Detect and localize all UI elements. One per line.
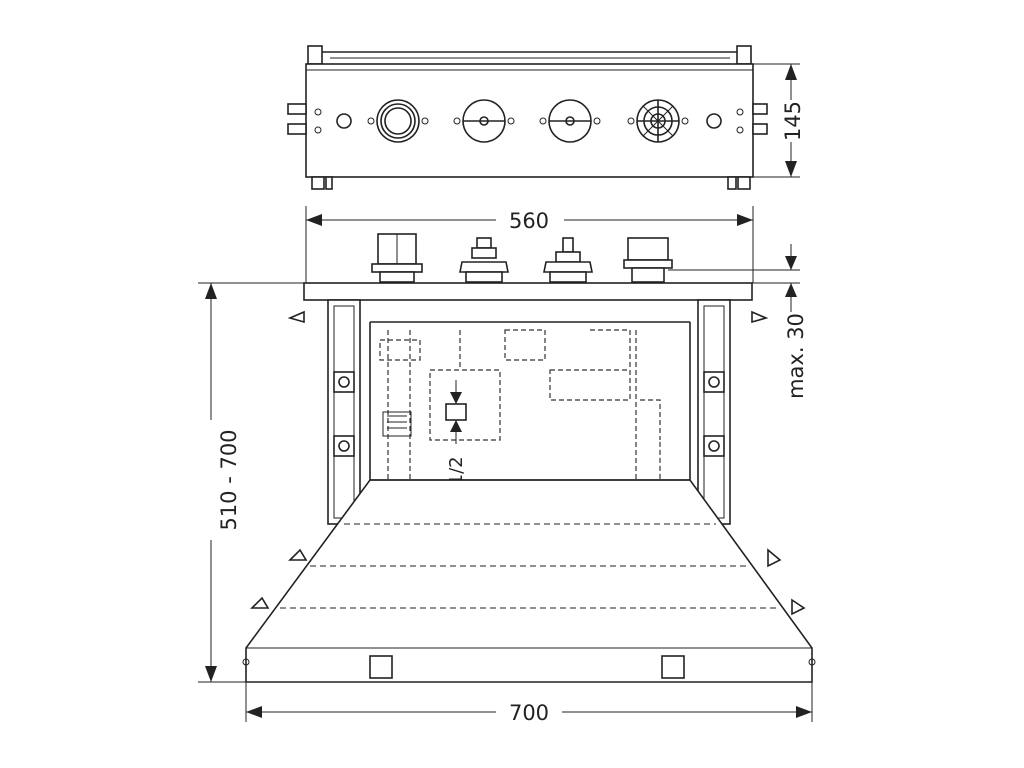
front-view: R 1/2 — [242, 233, 816, 683]
dimension-510-700: 510 - 700 — [198, 282, 304, 683]
dimension-max30: max. 30 — [668, 244, 808, 399]
dimension-700-label: 700 — [509, 701, 549, 725]
dimension-max30-label: max. 30 — [784, 313, 808, 399]
dimension-560-label: 560 — [509, 209, 549, 233]
dimension-700: 700 — [245, 682, 813, 725]
top-view — [287, 45, 768, 190]
dimension-145: 145 — [753, 63, 805, 178]
dimension-145-label: 145 — [781, 101, 805, 141]
dimension-510-700-label: 510 - 700 — [217, 429, 241, 530]
valve-cartridges — [371, 233, 673, 283]
